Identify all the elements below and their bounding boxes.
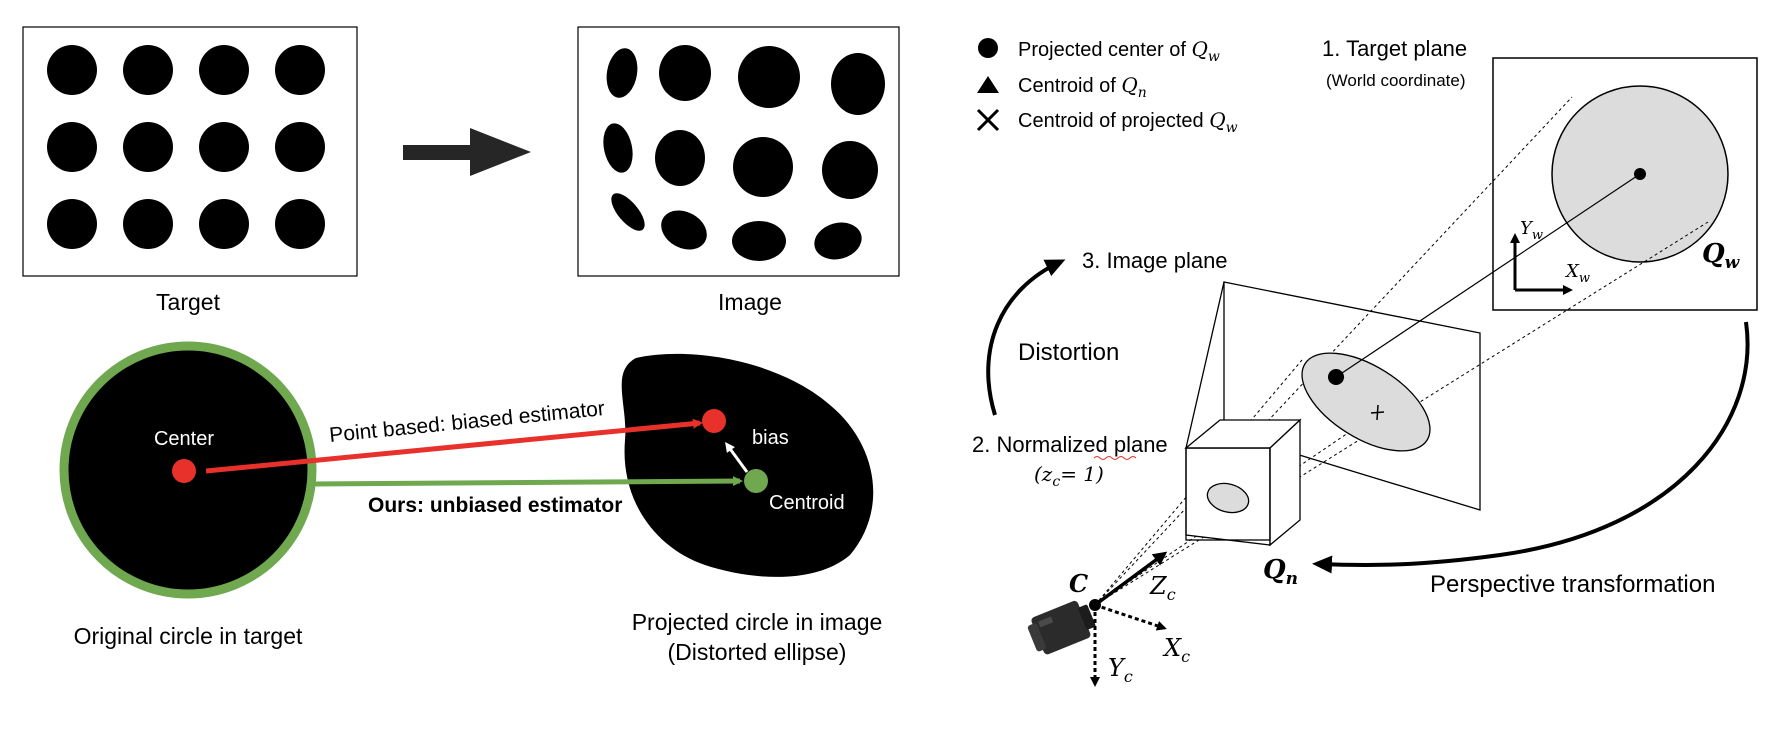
legend-dot-marker <box>978 38 998 58</box>
distortion-label: Distortion <box>1018 339 1119 366</box>
svg-text:Xc: Xc <box>1162 634 1190 666</box>
svg-text:Projected center of Qw: Projected center of Qw <box>1018 37 1220 65</box>
camera-label: C <box>1069 569 1088 598</box>
xc-axis <box>1094 603 1167 631</box>
legend-cross-marker <box>976 108 1000 132</box>
red-estimator-arrow <box>205 418 703 474</box>
green-estimator-arrow <box>311 476 743 487</box>
centroid-cross-mark <box>1370 404 1385 421</box>
distortion-curved-arrow <box>986 259 1066 416</box>
projected-red-dot <box>702 409 726 433</box>
svg-text:Qw: Qw <box>1702 239 1741 273</box>
yc-axis-label: Y <box>1108 654 1126 682</box>
spellcheck-underline <box>1093 456 1137 460</box>
zc-axis <box>1093 551 1168 607</box>
target-plane-sub: (World coordinate) <box>1326 71 1466 90</box>
legend: Projected center of Qw Centroid of Qn Ce… <box>976 37 1238 136</box>
camera-icon <box>1027 600 1096 655</box>
perspective-label: Perspective transformation <box>1430 571 1715 598</box>
xc-axis-label: X <box>1162 634 1182 662</box>
image-panel: Image <box>577 26 900 315</box>
center-projection-line <box>1333 173 1641 379</box>
yw-axis-label: Y <box>1520 218 1534 239</box>
svg-text:Qn: Qn <box>1263 555 1298 589</box>
target-label: Target <box>156 289 221 315</box>
world-axes: Yw Xw <box>1510 218 1590 295</box>
original-circle-group: Center Original circle in target <box>59 341 317 649</box>
projected-caption-line2: (Distorted ellipse) <box>668 639 847 665</box>
projected-shape-group: bias Centroid Projected circle in image … <box>621 353 883 665</box>
svg-text:Centroid of projected Qw: Centroid of projected Qw <box>1018 108 1238 136</box>
image-distorted-dots <box>603 45 885 261</box>
point-based-label: Point based: biased estimator <box>328 397 606 447</box>
xw-axis-label: X <box>1564 261 1580 282</box>
original-caption: Original circle in target <box>74 623 303 649</box>
center-red-dot <box>172 459 196 483</box>
centroid-green-dot <box>744 469 768 493</box>
image-label: Image <box>718 289 782 315</box>
center-label: Center <box>154 428 214 450</box>
perspective-curved-arrow <box>1312 321 1750 574</box>
image-plane-title: 3. Image plane <box>1082 248 1228 273</box>
target-dot-grid <box>47 45 325 249</box>
svg-text:Yc: Yc <box>1108 654 1133 686</box>
svg-text:Zc: Zc <box>1149 572 1176 604</box>
qw-label: Q <box>1702 239 1725 269</box>
legend-dot-text: Projected center of <box>1018 39 1191 61</box>
bias-label: bias <box>752 427 789 449</box>
target-plane-title: 1. Target plane <box>1322 36 1467 61</box>
ours-label: Ours: unbiased estimator <box>368 494 622 517</box>
projected-caption-line1: Projected circle in image <box>632 609 883 635</box>
svg-text:Xw: Xw <box>1564 261 1590 286</box>
camera-group: C Zc Xc Yc <box>1027 551 1190 687</box>
normalized-plane-ellipse <box>1206 482 1250 514</box>
target-panel: Target <box>22 26 358 315</box>
svg-text:Centroid of Qn: Centroid of Qn <box>1018 73 1147 101</box>
legend-triangle-marker <box>977 76 999 93</box>
transform-arrow <box>403 128 531 176</box>
centroid-label: Centroid <box>769 492 845 514</box>
bias-arrow <box>725 441 749 473</box>
target-plane: 1. Target plane (World coordinate) Qw Yw… <box>1322 36 1758 311</box>
zc-axis-label: Z <box>1149 572 1168 600</box>
projected-distorted-ellipse <box>621 353 874 577</box>
legend-cross-text: Centroid of projected <box>1018 110 1209 132</box>
qn-label: Q <box>1263 555 1286 585</box>
normalized-plane <box>1184 418 1302 547</box>
svg-text:(zc= 1): (zc= 1) <box>1034 462 1104 490</box>
svg-text:Yw: Yw <box>1520 218 1543 243</box>
legend-triangle-text: Centroid of <box>1018 75 1121 97</box>
normalized-plane-sub: (z <box>1034 462 1053 486</box>
normalized-plane-title: 2. Normalized plane <box>972 432 1168 457</box>
